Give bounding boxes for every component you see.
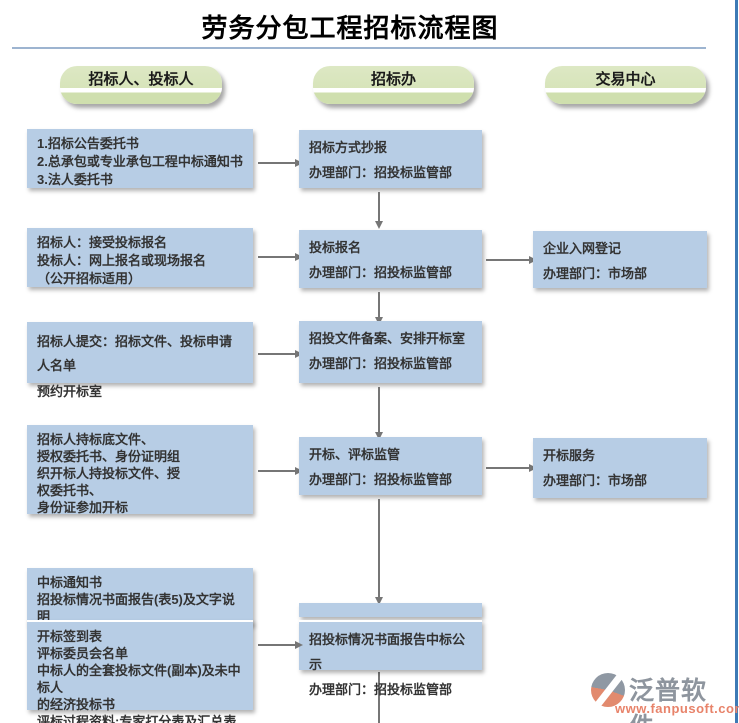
lane-header-bidders: 招标人、投标人 xyxy=(60,66,222,104)
arrow-r1-to-r2 xyxy=(378,192,380,222)
line-r5-continuation xyxy=(378,672,380,723)
node-r4-left: 招标人持标底文件、授权委托书、身份证明组织开标人持投标文件、授权委托书、身份证参… xyxy=(27,425,253,515)
node-r3-left: 招标人提交：招标文件、投标申请 人名单预约开标室 xyxy=(27,322,253,399)
arrow-r1-left-to-center xyxy=(258,162,296,164)
title-divider xyxy=(12,47,706,49)
arrow-r3-left-to-center xyxy=(258,353,296,355)
node-r3-center: 招投文件备案、安排开标室办理部门：招投标监管部 xyxy=(299,321,482,383)
node-r5-center-back-sliver xyxy=(299,603,482,617)
node-r4-right: 开标服务办理部门：市场部 xyxy=(533,438,707,498)
arrow-r2-to-r3 xyxy=(378,292,380,318)
fanpu-logo: 泛普软件 www.fanpusoft.com xyxy=(591,671,739,723)
arrow-r4-left-to-center xyxy=(258,470,296,472)
arrow-r4-center-to-right xyxy=(486,467,530,469)
node-r5-center: 招投标情况书面报告中标公示办理部门：招投标监管部 xyxy=(299,620,482,697)
arrow-r2-center-to-right xyxy=(486,259,530,261)
arrow-r5-left-to-center xyxy=(258,644,296,646)
arrow-r4-to-r5 xyxy=(378,499,380,598)
fanpu-logo-icon xyxy=(591,673,625,707)
node-r2-right: 企业入网登记办理部门：市场部 xyxy=(533,231,707,288)
frame-right-border xyxy=(735,0,738,723)
lane-header-bid-office: 招标办 xyxy=(313,66,474,104)
page-title: 劳务分包工程招标流程图 xyxy=(201,14,499,43)
fanpu-logo-url: www.fanpusoft.com xyxy=(615,701,739,716)
node-r1-center: 招标方式抄报办理部门：招投标监管部 xyxy=(299,130,482,188)
node-r5-left-front: 开标签到表评标委员会名单中标人的全套投标文件(副本)及未中标人的经济投标书评标过… xyxy=(27,620,253,723)
node-r2-center: 投标报名办理部门：招投标监管部 xyxy=(299,230,482,288)
arrow-r2-left-to-center xyxy=(258,256,296,258)
fanpu-logo-name: 泛普软件 xyxy=(629,677,708,723)
node-r2-left: 招标人：接受投标报名投标人：网上报名或现场报名（公开招标适用） xyxy=(27,228,253,287)
arrow-r3-to-r4 xyxy=(378,387,380,433)
node-r4-center: 开标、评标监管办理部门：招投标监管部 xyxy=(299,437,482,495)
lane-header-trade-center: 交易中心 xyxy=(545,66,706,104)
